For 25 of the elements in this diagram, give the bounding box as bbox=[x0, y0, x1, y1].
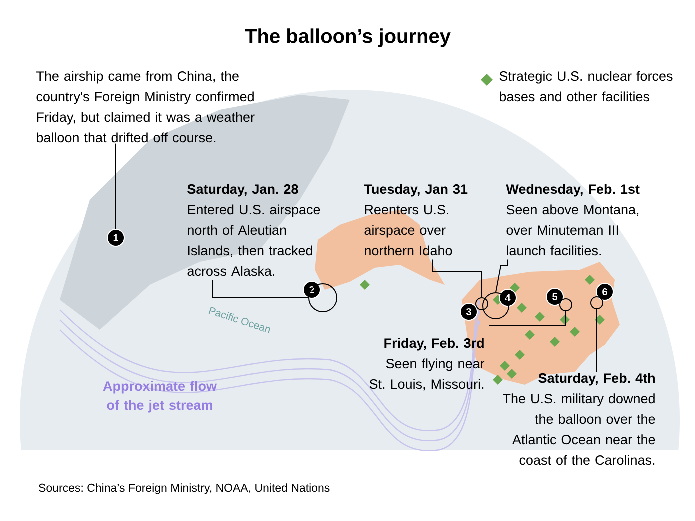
map-label: Approximate flow of the jet stream bbox=[103, 381, 218, 413]
callout-text: Friday, Feb. 3rd Seen flying near St. Louis, Missouri. bbox=[370, 338, 485, 391]
leader-line bbox=[596, 309, 598, 372]
number-badge: 5 bbox=[546, 288, 564, 306]
leader-line bbox=[212, 280, 309, 298]
callout-text: Wednesday, Feb. 1st Seen above Montana, over Minuteman III launch facilities. bbox=[506, 184, 640, 256]
leader-line bbox=[496, 259, 508, 293]
number-badge: 6 bbox=[596, 283, 614, 301]
leader-line bbox=[432, 259, 482, 298]
leader-line bbox=[488, 311, 566, 326]
callout-text: Saturday, Feb. 4th The U.S. military downed the balloon over the Atlantic Ocean near the coast of the Carolinas. bbox=[503, 373, 656, 466]
legend-label: Strategic U.S. nuclear forces bases and other facilities bbox=[500, 71, 673, 102]
location-ring bbox=[590, 296, 604, 310]
ocean-label: Pacific Ocean bbox=[208, 306, 270, 334]
callout-text: The airship came from China, the country's Foreign Ministry confirmed Friday, but claimed it was a weather balloon that drifted off course. bbox=[36, 71, 255, 143]
location-ring bbox=[308, 284, 338, 312]
location-ring bbox=[482, 292, 510, 320]
callout-text: Saturday, Jan. 28 Entered U.S. airspace north of Aleutian Islands, then tracked across Alaska. bbox=[188, 184, 320, 276]
title: The balloon’s journey bbox=[245, 28, 451, 48]
location-ring bbox=[476, 298, 488, 310]
callout-text: Tuesday, Jan 31 Reenters U.S. airspace over northern Idaho bbox=[364, 184, 468, 256]
location-ring bbox=[560, 298, 572, 312]
number-badge: 3 bbox=[460, 303, 478, 321]
number-badge: 1 bbox=[107, 229, 125, 247]
source-note: Sources: China’s Foreign Ministry, NOAA, United Nations bbox=[39, 484, 330, 494]
